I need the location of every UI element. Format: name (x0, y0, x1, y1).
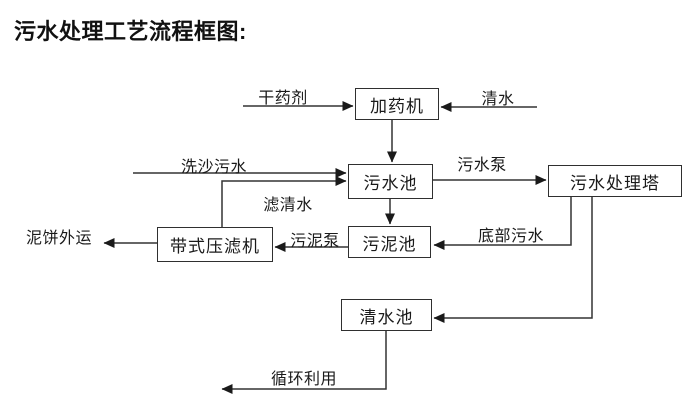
flow-label-recycling: 循环利用 (270, 371, 337, 388)
flow-label-sand-wash-sewage: 洗沙污水 (180, 159, 247, 176)
arrow-clear-water-pool-to-recycling (221, 331, 387, 394)
flow-label-filtered-water: 滤清水 (263, 197, 313, 214)
flow-label-sludge-pump: 污泥泵 (290, 233, 340, 250)
box-dosing-machine: 加药机 (355, 88, 439, 120)
flow-label-clear-water-feed: 清水 (481, 91, 515, 108)
box-sewage-treatment-tower: 污水处理塔 (548, 165, 682, 197)
flow-label-sewage-pump: 污水泵 (457, 157, 507, 174)
arrow-tower-to-clear-water-pool (433, 197, 593, 323)
box-clear-water-pool: 清水池 (341, 299, 432, 331)
box-sludge-pool: 污泥池 (348, 226, 431, 258)
arrow-filtered-water-to-sewage-pool (221, 176, 347, 227)
arrow-bottom-sewage-to-sludge-pool (433, 197, 572, 250)
flow-label-dry-chemical: 干药剂 (258, 90, 308, 107)
flow-label-bottom-sewage: 底部污水 (477, 228, 544, 245)
box-sewage-pool: 污水池 (348, 164, 433, 199)
page-title: 污水处理工艺流程框图: (14, 19, 247, 44)
flow-label-mud-cake-outbound: 泥饼外运 (25, 230, 92, 247)
box-belt-filter-press: 带式压滤机 (157, 227, 273, 262)
